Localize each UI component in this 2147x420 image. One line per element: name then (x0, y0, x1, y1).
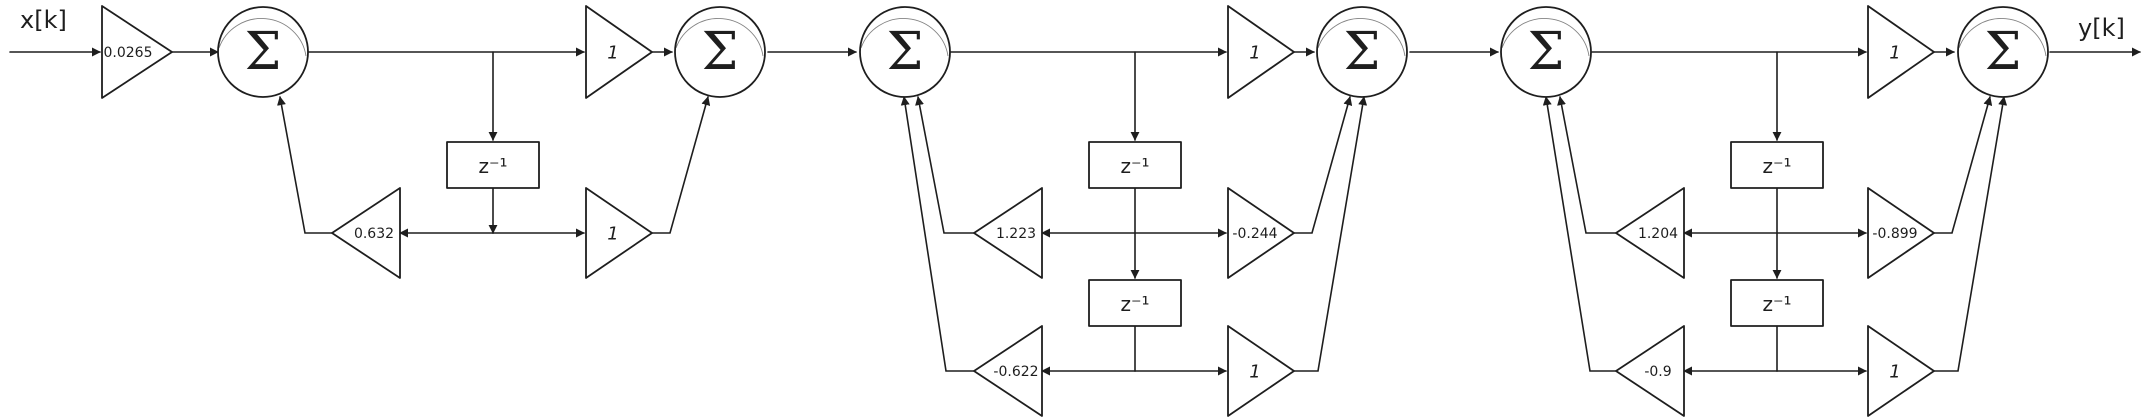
sum-node-1-symbol: Σ (245, 22, 282, 82)
gain-s3-a2: -0.9 (1615, 325, 1685, 417)
input-signal-label: x[k] (20, 6, 67, 34)
gain-s2-b0-label: 1 (1249, 43, 1260, 64)
sum-node-3: Σ (859, 6, 951, 98)
gain-s1-a1-label: 0.632 (354, 226, 394, 242)
sum-node-6: Σ (1957, 6, 2049, 98)
sum-node-6-symbol: Σ (1985, 22, 2022, 82)
sum-node-3-symbol: Σ (887, 22, 924, 82)
sum-node-4: Σ (1316, 6, 1408, 98)
output-signal-label: y[k] (2078, 14, 2125, 42)
delay-block-s3-1-label: z⁻¹ (1762, 154, 1791, 178)
gain-s3-b1: -0.899 (1867, 187, 1935, 279)
gain-s2-b1-label: -0.244 (1232, 226, 1277, 242)
wire-s1-a1-feedback (277, 96, 333, 234)
delay-block-s3-2: z⁻¹ (1730, 279, 1824, 327)
delay-block-s2-2-label: z⁻¹ (1120, 292, 1149, 316)
gain-s3-b0: 1 (1867, 5, 1935, 99)
gain-s3-b2: 1 (1867, 325, 1935, 417)
gain-s3-a1-label: 1.204 (1638, 226, 1678, 242)
delay-block-s1: z⁻¹ (446, 141, 540, 189)
sum-node-4-symbol: Σ (1344, 22, 1381, 82)
gain-s3-a1: 1.204 (1615, 187, 1685, 279)
delay-block-s2-1-label: z⁻¹ (1120, 154, 1149, 178)
gain-s2-a1-label: 1.223 (996, 226, 1036, 242)
gain-s2-b2: 1 (1227, 325, 1295, 417)
sum-node-2: Σ (674, 6, 766, 98)
gain-s2-a1: 1.223 (973, 187, 1043, 279)
sum-node-5: Σ (1500, 6, 1592, 98)
sum-node-5-symbol: Σ (1528, 22, 1565, 82)
sum-node-1: Σ (217, 6, 309, 98)
gain-s1-b0: 1 (585, 5, 653, 99)
sum-node-2-symbol: Σ (702, 22, 739, 82)
wire-s3-b1-to-sum (1933, 96, 1993, 234)
delay-block-s2-1: z⁻¹ (1088, 141, 1182, 189)
wire-s3-a2-feedback (1542, 96, 1617, 372)
gain-s2-b2-label: 1 (1249, 362, 1260, 383)
wire-s1-b1-to-sum (651, 96, 711, 234)
gain-s1-a1: 0.632 (331, 187, 401, 279)
gain-input-scale: 0.0265 (101, 5, 173, 99)
delay-block-s2-2: z⁻¹ (1088, 279, 1182, 327)
gain-s1-b1: 1 (585, 187, 653, 279)
gain-s3-a2-label: -0.9 (1644, 364, 1671, 380)
delay-block-s3-2-label: z⁻¹ (1762, 292, 1791, 316)
gain-s2-a2-label: -0.622 (993, 364, 1038, 380)
wire-s2-b1-to-sum (1293, 96, 1353, 234)
delay-block-s1-label: z⁻¹ (478, 154, 507, 178)
gain-s2-b0: 1 (1227, 5, 1295, 99)
gain-s3-b1-label: -0.899 (1872, 226, 1917, 242)
delay-block-s3-1: z⁻¹ (1730, 141, 1824, 189)
gain-s2-a2: -0.622 (973, 325, 1043, 417)
gain-s1-b0-label: 1 (607, 43, 618, 64)
wire-s2-a1-feedback (915, 96, 975, 234)
wire-s2-b2-to-sum (1293, 96, 1368, 372)
wire-s3-b2-to-sum (1933, 96, 2008, 372)
wire-s3-a1-feedback (1557, 96, 1617, 234)
gain-s1-b1-label: 1 (607, 224, 618, 245)
gain-input-scale-label: 0.0265 (104, 45, 153, 61)
connection-wires (9, 47, 2141, 376)
wire-s2-a2-feedback (900, 96, 975, 372)
gain-s3-b0-label: 1 (1889, 43, 1900, 64)
gain-s3-b2-label: 1 (1889, 362, 1900, 383)
gain-s2-b1: -0.244 (1227, 187, 1295, 279)
